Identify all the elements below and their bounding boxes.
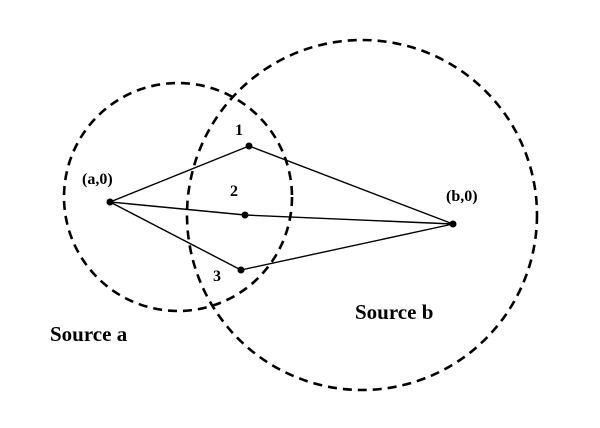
source-b-dot	[449, 220, 457, 228]
source-a-circle	[62, 81, 294, 313]
point-2-label: 2	[230, 183, 238, 200]
edge-a-to-3	[109, 201, 242, 271]
edge-a-to-2	[109, 201, 246, 216]
edge-a-to-1	[109, 145, 250, 203]
edge-3-to-b	[240, 223, 454, 271]
point-3-dot	[237, 266, 245, 274]
edge-2-to-b	[244, 214, 454, 225]
point-1-dot	[245, 142, 253, 150]
edge-1-to-b	[248, 145, 454, 225]
source-b-label: Source b	[355, 300, 433, 324]
point-2-dot	[241, 211, 249, 219]
point-3-label: 3	[213, 268, 221, 285]
source-a-dot	[106, 198, 114, 206]
source-a-label: Source a	[50, 322, 128, 346]
source-a-point-label: (a,0)	[82, 171, 113, 188]
source-b-point-label: (b,0)	[446, 188, 478, 205]
source-b-circle	[185, 38, 539, 392]
point-1-label: 1	[235, 122, 243, 139]
